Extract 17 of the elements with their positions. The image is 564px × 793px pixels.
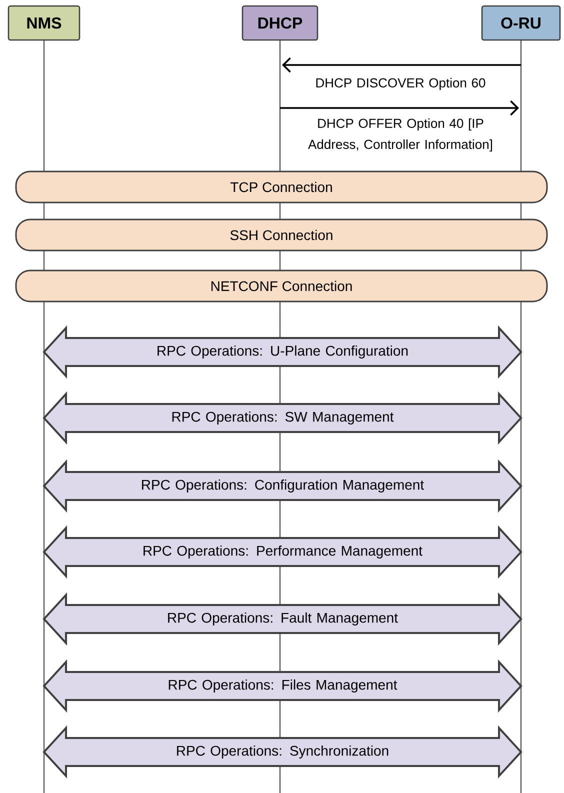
arrow <box>282 57 521 73</box>
edge-label: RPC Operations: Synchronization <box>177 745 388 759</box>
edge-label: RPC Operations: Performance Management <box>144 545 422 559</box>
edge-label: RPC Operations: U-Plane Configuration <box>158 345 408 359</box>
edge-label: RPC Operations: Configuration Management <box>142 479 424 493</box>
edge-label: RPC Operations: Fault Management <box>168 612 398 626</box>
connection-band: SSH Connection <box>15 218 548 252</box>
connection-band: TCP Connection <box>15 170 548 204</box>
edge-label: RPC Operations: SW Management <box>172 411 394 425</box>
arrow <box>280 100 519 116</box>
participant-box: DHCP <box>242 5 318 41</box>
edge-label: DHCP DISCOVER Option 60 <box>316 78 486 90</box>
participant-box: NMS <box>8 5 80 41</box>
edge-label: RPC Operations: Files Management <box>168 679 398 693</box>
participant-box: O-RU <box>481 5 561 41</box>
connection-band: NETCONF Connection <box>15 270 548 302</box>
edge-label: DHCP OFFER Option 40 [IP Address, Controller Information] <box>308 118 492 152</box>
